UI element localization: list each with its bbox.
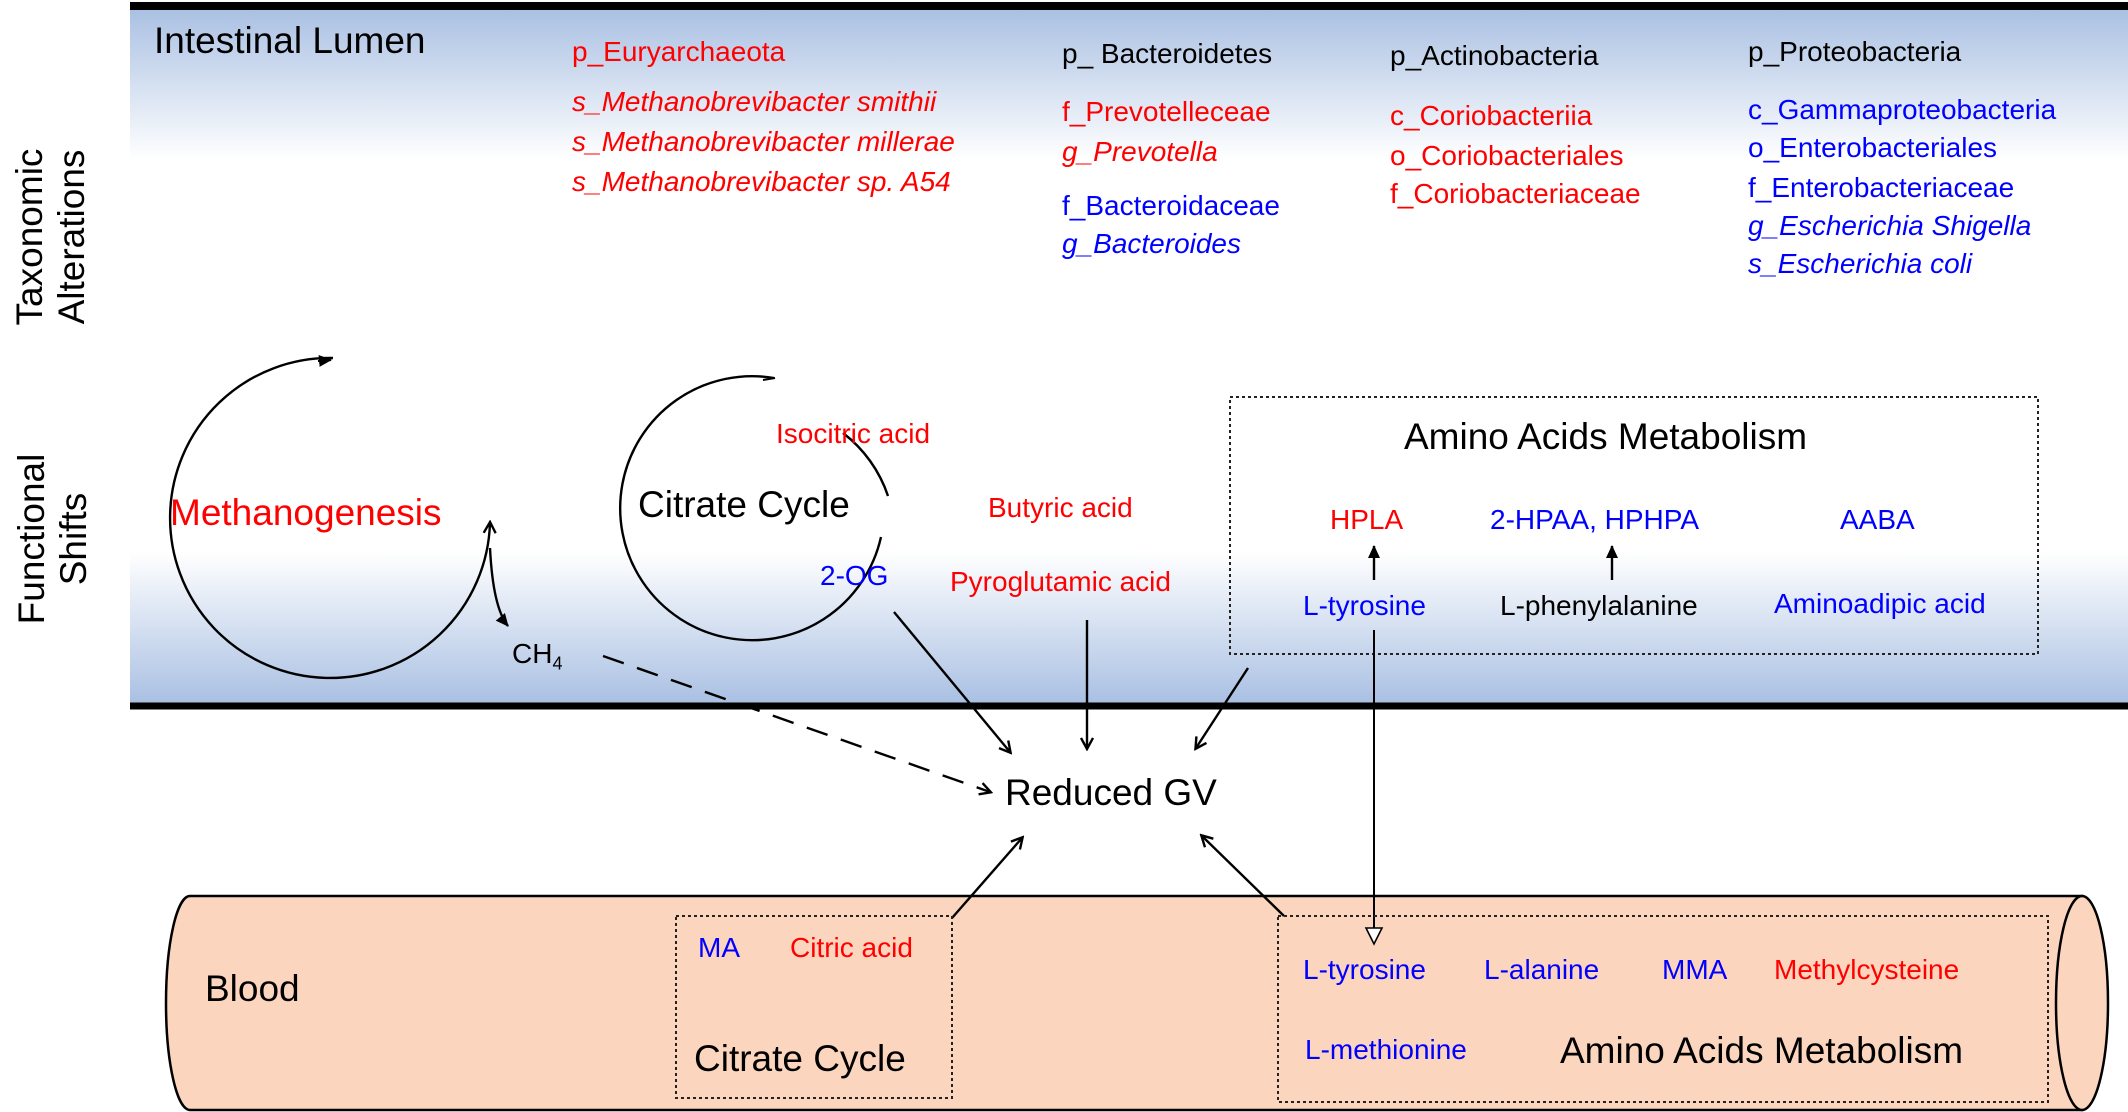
taxon-euryarchaeota-1: s_Methanobrevibacter millerae: [572, 126, 955, 157]
taxon-proteobacteria-3: g_Escherichia Shigella: [1748, 210, 2032, 241]
blood-mma-label: MMA: [1662, 954, 1728, 985]
functional-line1: Functional: [11, 453, 52, 625]
amino-acids-metabolism-lumen-title: Amino Acids Metabolism: [1404, 416, 1808, 457]
taxonomic-line2: Alterations: [51, 149, 92, 325]
butyric-acid-label: Butyric acid: [988, 492, 1133, 523]
hpaa-hphpa-label: 2-HPAA, HPHPA: [1490, 504, 1700, 535]
arrow-amino-to-gv: [1196, 667, 1250, 748]
blood-vessel-end: [2054, 894, 2110, 1112]
citrate-cycle-label: Citrate Cycle: [638, 484, 850, 525]
phylum-euryarchaeota: p_Euryarchaeota: [572, 36, 786, 67]
arrow-ch4-to-gv: [602, 654, 990, 792]
arrow-2og-to-gv: [893, 611, 1010, 752]
taxon-proteobacteria-1: o_Enterobacteriales: [1748, 132, 1998, 163]
taxon-actinobacteria-0: c_Coriobacteriia: [1390, 100, 1593, 131]
taxon-actinobacteria-1: o_Coriobacteriales: [1390, 140, 1624, 171]
l-tyrosine-lumen-label: L-tyrosine: [1303, 590, 1426, 621]
arrow-blood-citrate-to-gv: [951, 838, 1022, 919]
lumen-band: [130, 6, 2128, 706]
blood-citrate-cycle-label: Citrate Cycle: [694, 1038, 906, 1079]
ch4-subscript: 4: [552, 653, 563, 674]
blood-l-alanine-label: L-alanine: [1484, 954, 1600, 985]
taxon-bacteroidetes-2: f_Bacteroidaceae: [1062, 190, 1280, 221]
intestinal-lumen-label: Intestinal Lumen: [154, 20, 426, 61]
citrate-box-blood: [675, 915, 953, 1099]
phylum-proteobacteria: p_Proteobacteria: [1748, 36, 1962, 67]
blood-amino-acids-metabolism-label: Amino Acids Metabolism: [1560, 1030, 1964, 1071]
two-og-label: 2-OG: [820, 560, 889, 591]
methanogenesis-label: Methanogenesis: [170, 492, 442, 533]
taxon-actinobacteria-2: f_Coriobacteriaceae: [1390, 178, 1641, 209]
blood-label: Blood: [205, 968, 300, 1009]
aminoadipic-acid-label: Aminoadipic acid: [1774, 588, 1986, 619]
ch4-main: CH: [512, 638, 553, 669]
taxon-proteobacteria-0: c_Gammaproteobacteria: [1748, 94, 2057, 125]
taxon-bacteroidetes-1: g_Prevotella: [1062, 136, 1218, 167]
blood-methylcysteine-label: Methylcysteine: [1774, 954, 1960, 985]
taxon-proteobacteria-4: s_Escherichia coli: [1748, 248, 1973, 279]
amino-box-blood: [1277, 915, 2049, 1103]
citrate-cycle-circle: [619, 375, 883, 642]
blood-vessel-body: [164, 894, 2084, 1112]
phylum-actinobacteria: p_Actinobacteria: [1390, 40, 1599, 71]
taxon-euryarchaeota-0: s_Methanobrevibacter smithii: [572, 86, 937, 117]
arrow-blood-amino-to-gv: [1202, 836, 1285, 917]
taxonomic-alterations-label: Taxonomic Alterations: [9, 122, 93, 352]
methanogenesis-arrow-top: [317, 354, 332, 367]
l-phenylalanine-label: L-phenylalanine: [1500, 590, 1698, 621]
aaba-label: AABA: [1840, 504, 1915, 535]
blood-l-methionine-label: L-methionine: [1305, 1034, 1467, 1065]
pyroglutamic-acid-label: Pyroglutamic acid: [950, 566, 1171, 597]
methanogenesis-circle: [168, 356, 490, 680]
blood-l-tyrosine-label: L-tyrosine: [1303, 954, 1426, 985]
functional-shifts-label: Functional Shifts: [11, 434, 95, 644]
citrate-cycle-arrowhead: [762, 377, 776, 381]
phylum-bacteroidetes: p_ Bacteroidetes: [1062, 38, 1273, 69]
methanogenesis-ch4-arrow: [488, 547, 509, 627]
isocitric-acid-label: Isocitric acid: [776, 418, 931, 449]
citrate-cycle-circle-right: [842, 432, 890, 497]
taxon-bacteroidetes-0: f_Prevotelleceae: [1062, 96, 1271, 127]
functional-line2: Shifts: [53, 492, 94, 586]
taxonomic-line1: Taxonomic: [9, 148, 50, 326]
reduced-gv-label: Reduced GV: [1005, 772, 1217, 813]
hpla-label: HPLA: [1330, 504, 1404, 535]
taxon-proteobacteria-2: f_Enterobacteriaceae: [1748, 172, 2015, 203]
blood-ma-label: MA: [698, 932, 740, 963]
taxon-euryarchaeota-2: s_Methanobrevibacter sp. A54: [572, 166, 951, 197]
amino-box-lumen: [1229, 396, 2039, 655]
ch4-label: CH4: [512, 640, 562, 673]
blood-citric-acid-label: Citric acid: [790, 932, 913, 963]
taxon-bacteroidetes-3: g_Bacteroides: [1062, 228, 1242, 259]
